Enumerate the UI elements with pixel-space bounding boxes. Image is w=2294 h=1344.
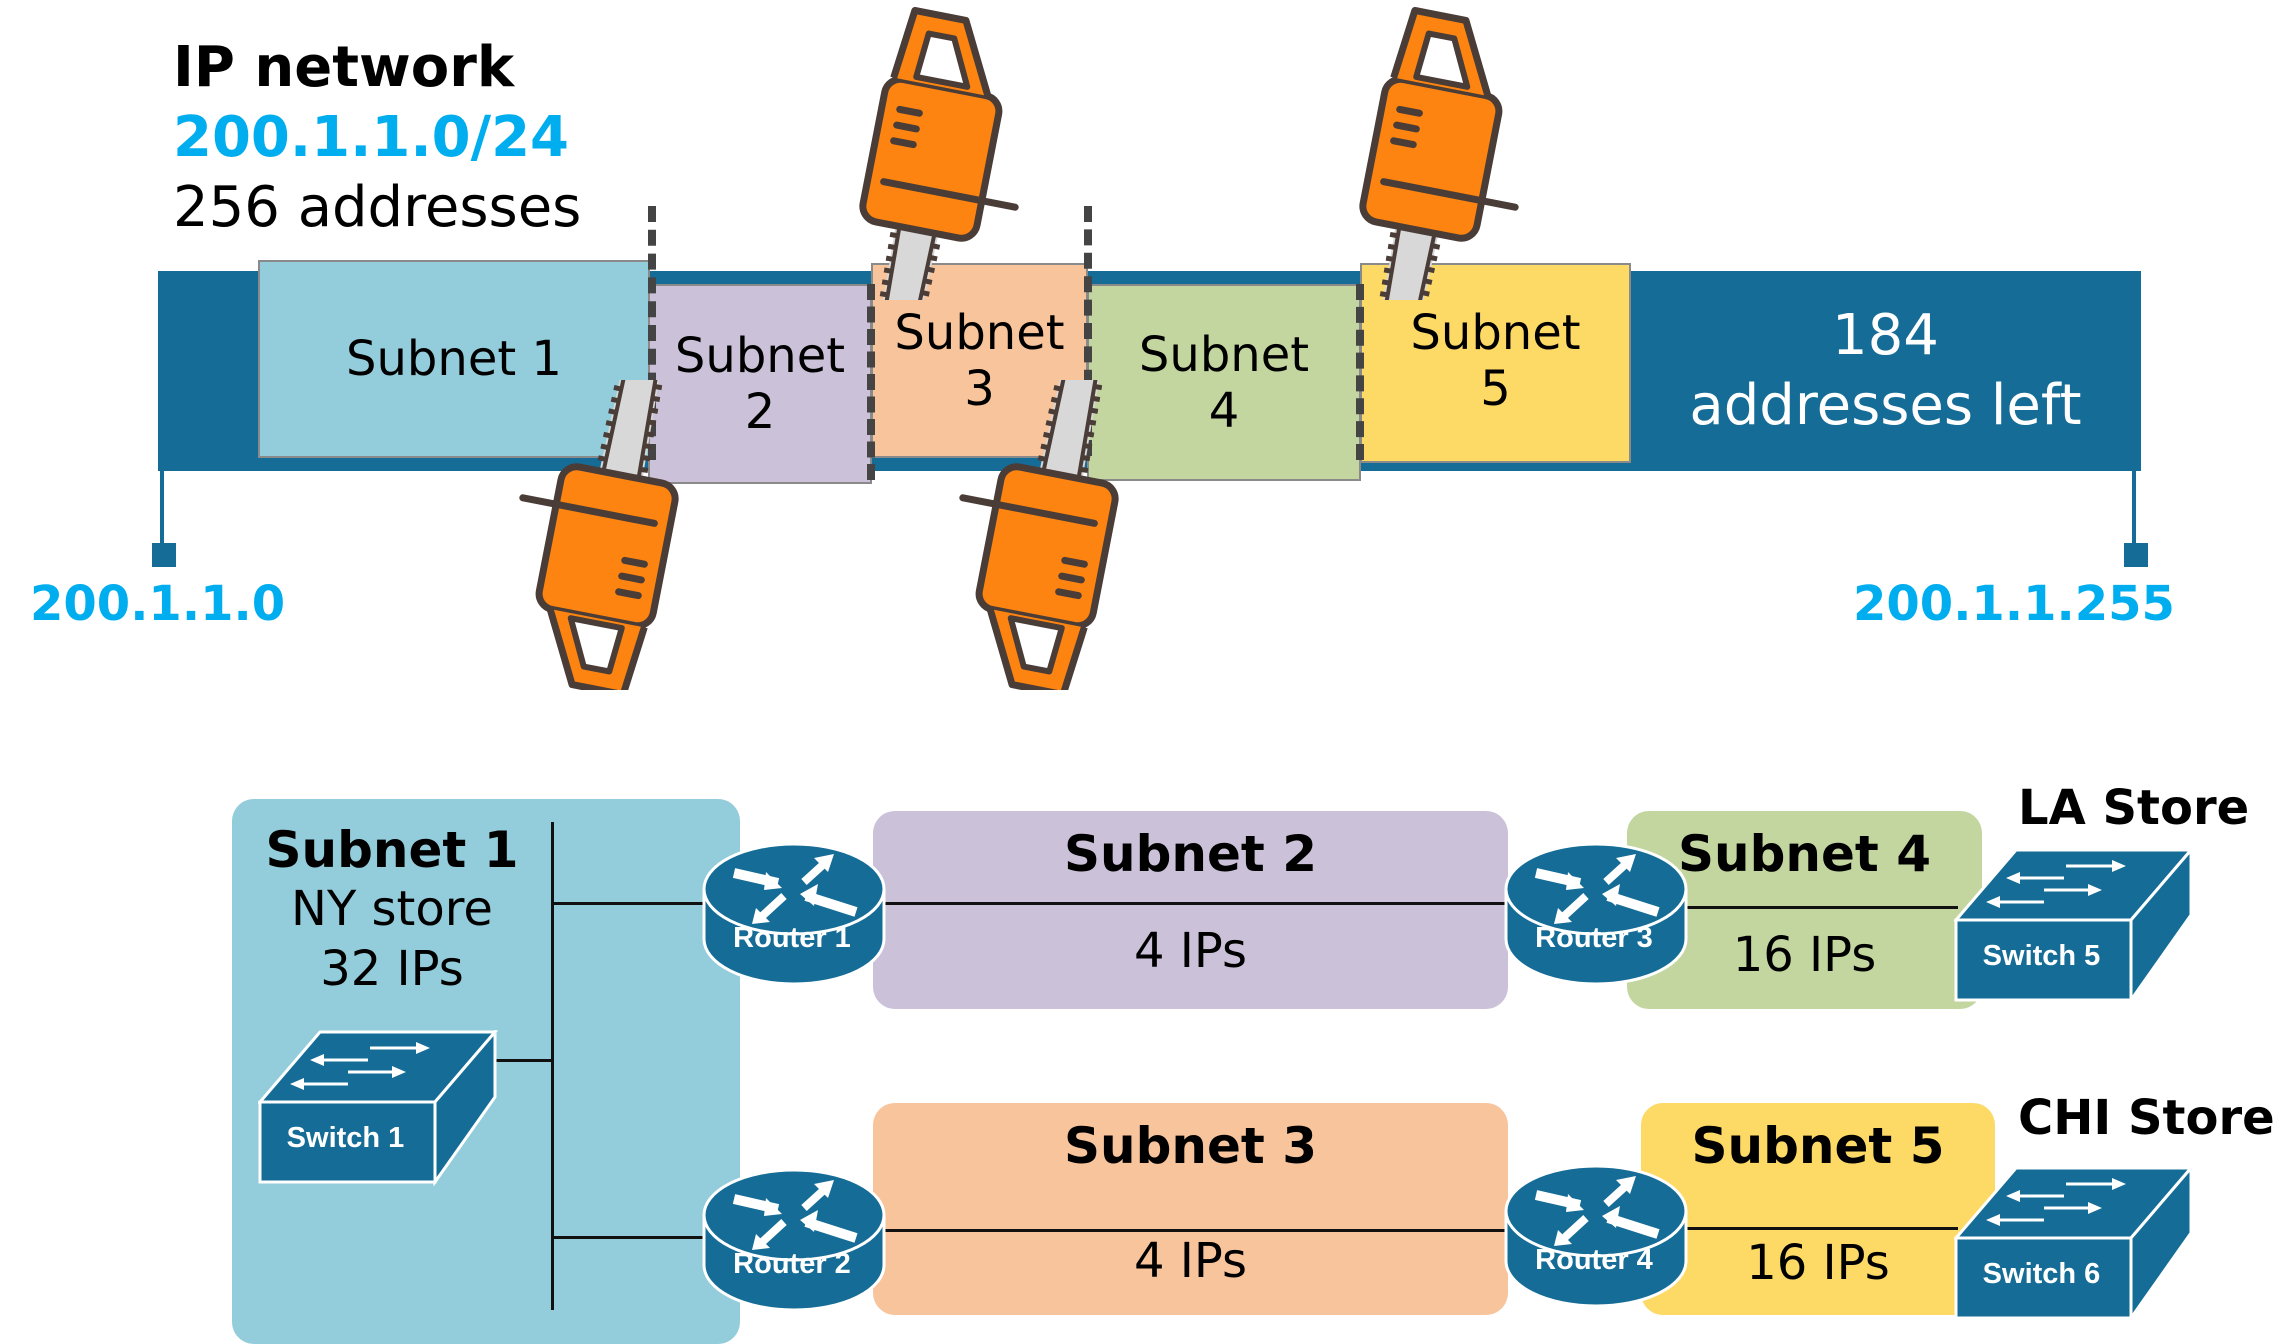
subnet-4-title: Subnet 4	[1677, 825, 1931, 883]
link-router1-router3	[880, 902, 1510, 905]
subnet-3-size: 4 IPs	[1133, 1233, 1248, 1289]
end-address: 200.1.1.255	[1853, 576, 2175, 632]
router-3-label: Router 3	[1535, 922, 1653, 954]
subnet-4-size: 16 IPs	[1732, 927, 1877, 983]
switch-icon	[258, 1030, 497, 1184]
subnet-2-size: 4 IPs	[1133, 923, 1248, 979]
subnet-2-title: Subnet 2	[1063, 825, 1317, 883]
chainsaw-icon	[800, 0, 1060, 300]
router-icon	[1504, 1164, 1688, 1310]
link-bus-router1	[552, 902, 704, 905]
cut-line	[648, 206, 656, 460]
chainsaw-icon	[1300, 0, 1560, 300]
switch-icon	[1954, 1166, 2193, 1320]
segment-label: Subnet	[674, 328, 846, 384]
la-store-label: LA Store	[2018, 780, 2250, 836]
router-2[interactable]: Router 2	[702, 1168, 882, 1310]
remaining-label: addresses left	[1689, 373, 2082, 438]
router-1[interactable]: Router 1	[702, 842, 882, 984]
start-tick	[160, 471, 164, 547]
network-cidr: 200.1.1.0/24	[173, 105, 569, 170]
segment-number: 3	[964, 361, 995, 417]
remaining-addresses: 184 addresses left	[1630, 271, 2141, 471]
link-switch1-bus	[493, 1059, 553, 1062]
segment-label: Subnet 1	[346, 331, 562, 387]
lan-bus	[551, 822, 554, 1310]
switch-1-label: Switch 1	[286, 1122, 405, 1154]
end-tick	[2132, 471, 2136, 547]
segment-label: Subnet	[894, 305, 1065, 361]
start-address: 200.1.1.0	[30, 576, 286, 632]
address-count: 256 addresses	[173, 175, 582, 240]
end-marker	[2124, 543, 2148, 567]
link-router2-router4	[880, 1229, 1510, 1232]
subnet-3-area: Subnet 3 4 IPs	[873, 1103, 1508, 1315]
subnet-5-area: Subnet 5 16 IPs	[1641, 1103, 1995, 1315]
segment-label: Subnet	[1138, 326, 1310, 383]
router-4[interactable]: Router 4	[1504, 1164, 1684, 1306]
subnet-2-area: Subnet 2 4 IPs	[873, 811, 1508, 1009]
subnet-1-size: 32 IPs	[320, 941, 464, 997]
subnet-1-title: Subnet 1	[265, 821, 519, 879]
link-router3-switch5	[1680, 906, 1958, 909]
router-icon	[702, 1168, 886, 1314]
switch-6[interactable]: Switch 6	[1954, 1166, 2193, 1320]
subnet-3-title: Subnet 3	[1063, 1117, 1317, 1175]
cut-line	[867, 284, 875, 480]
router-2-label: Router 2	[733, 1248, 851, 1280]
router-3[interactable]: Router 3	[1504, 842, 1684, 984]
network-title: IP network	[173, 35, 515, 100]
segment-label: Subnet	[1410, 305, 1581, 361]
router-4-label: Router 4	[1535, 1244, 1653, 1276]
switch-5-label: Switch 5	[1982, 940, 2101, 972]
bar-segment-subnet-1: Subnet 1	[258, 260, 650, 458]
chainsaw-icon	[510, 380, 730, 690]
subnet-1-location: NY store	[291, 881, 493, 937]
remaining-count: 184	[1832, 303, 1939, 368]
switch-6-label: Switch 6	[1982, 1258, 2101, 1290]
segment-number: 5	[1480, 361, 1511, 417]
router-icon	[1504, 842, 1688, 988]
segment-number: 2	[744, 384, 776, 440]
link-router4-switch6	[1680, 1227, 1958, 1230]
switch-1[interactable]: Switch 1	[258, 1030, 497, 1184]
start-marker	[152, 543, 176, 567]
router-1-label: Router 1	[733, 922, 851, 954]
switch-5[interactable]: Switch 5	[1954, 848, 2193, 1002]
segment-number: 4	[1208, 382, 1240, 439]
switch-icon	[1954, 848, 2193, 1002]
cut-line	[1356, 284, 1364, 460]
subnet-5-title: Subnet 5	[1691, 1117, 1945, 1175]
chi-store-label: CHI Store	[2018, 1090, 2275, 1146]
chainsaw-icon	[950, 380, 1170, 690]
cut-line	[1084, 206, 1092, 456]
router-icon	[702, 842, 886, 988]
link-bus-router2	[552, 1236, 704, 1239]
subnet-5-size: 16 IPs	[1746, 1235, 1890, 1291]
